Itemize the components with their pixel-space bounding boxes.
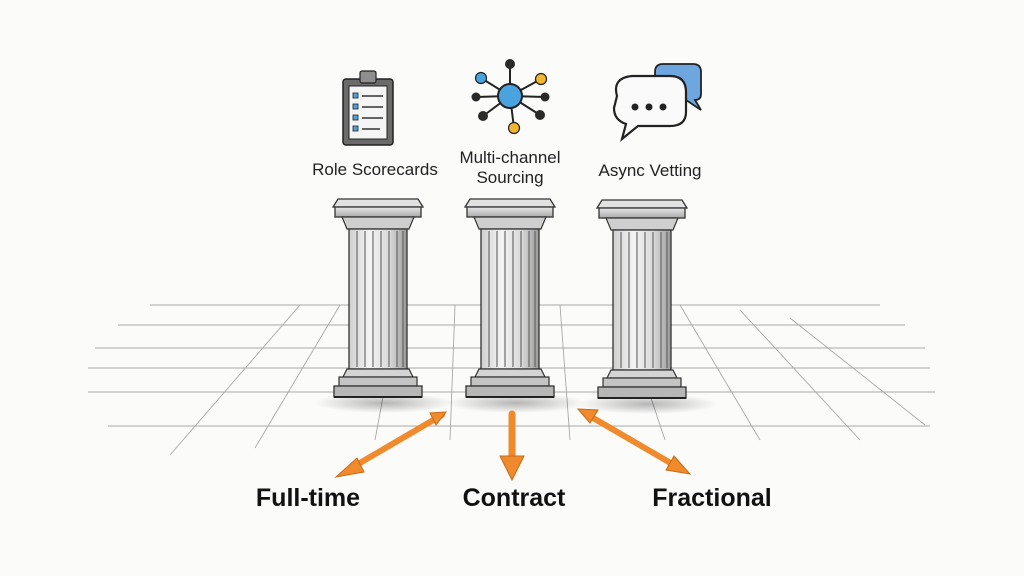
- pillar-label-role-scorecards: Role Scorecards: [312, 160, 438, 179]
- pillar-column-2: [445, 198, 587, 414]
- pillar-label-multi-channel-sourcing: Multi-channel Sourcing: [459, 148, 561, 187]
- arrow-fractional: [576, 408, 692, 475]
- outcome-label-full-time: Full-time: [255, 484, 361, 512]
- arrow-full-time: [334, 411, 448, 478]
- pillar-column-3: [577, 199, 719, 415]
- pillar-label-async-vetting: Async Vetting: [598, 161, 702, 180]
- network-nodes-icon: [471, 59, 550, 135]
- outcome-label-fractional: Fractional: [652, 484, 772, 512]
- arrow-contract: [499, 410, 525, 482]
- pillar-column-1: [313, 198, 455, 414]
- clipboard-checklist-icon: [342, 70, 394, 146]
- chat-bubbles-icon: [612, 63, 702, 142]
- outcome-label-contract: Contract: [462, 484, 566, 512]
